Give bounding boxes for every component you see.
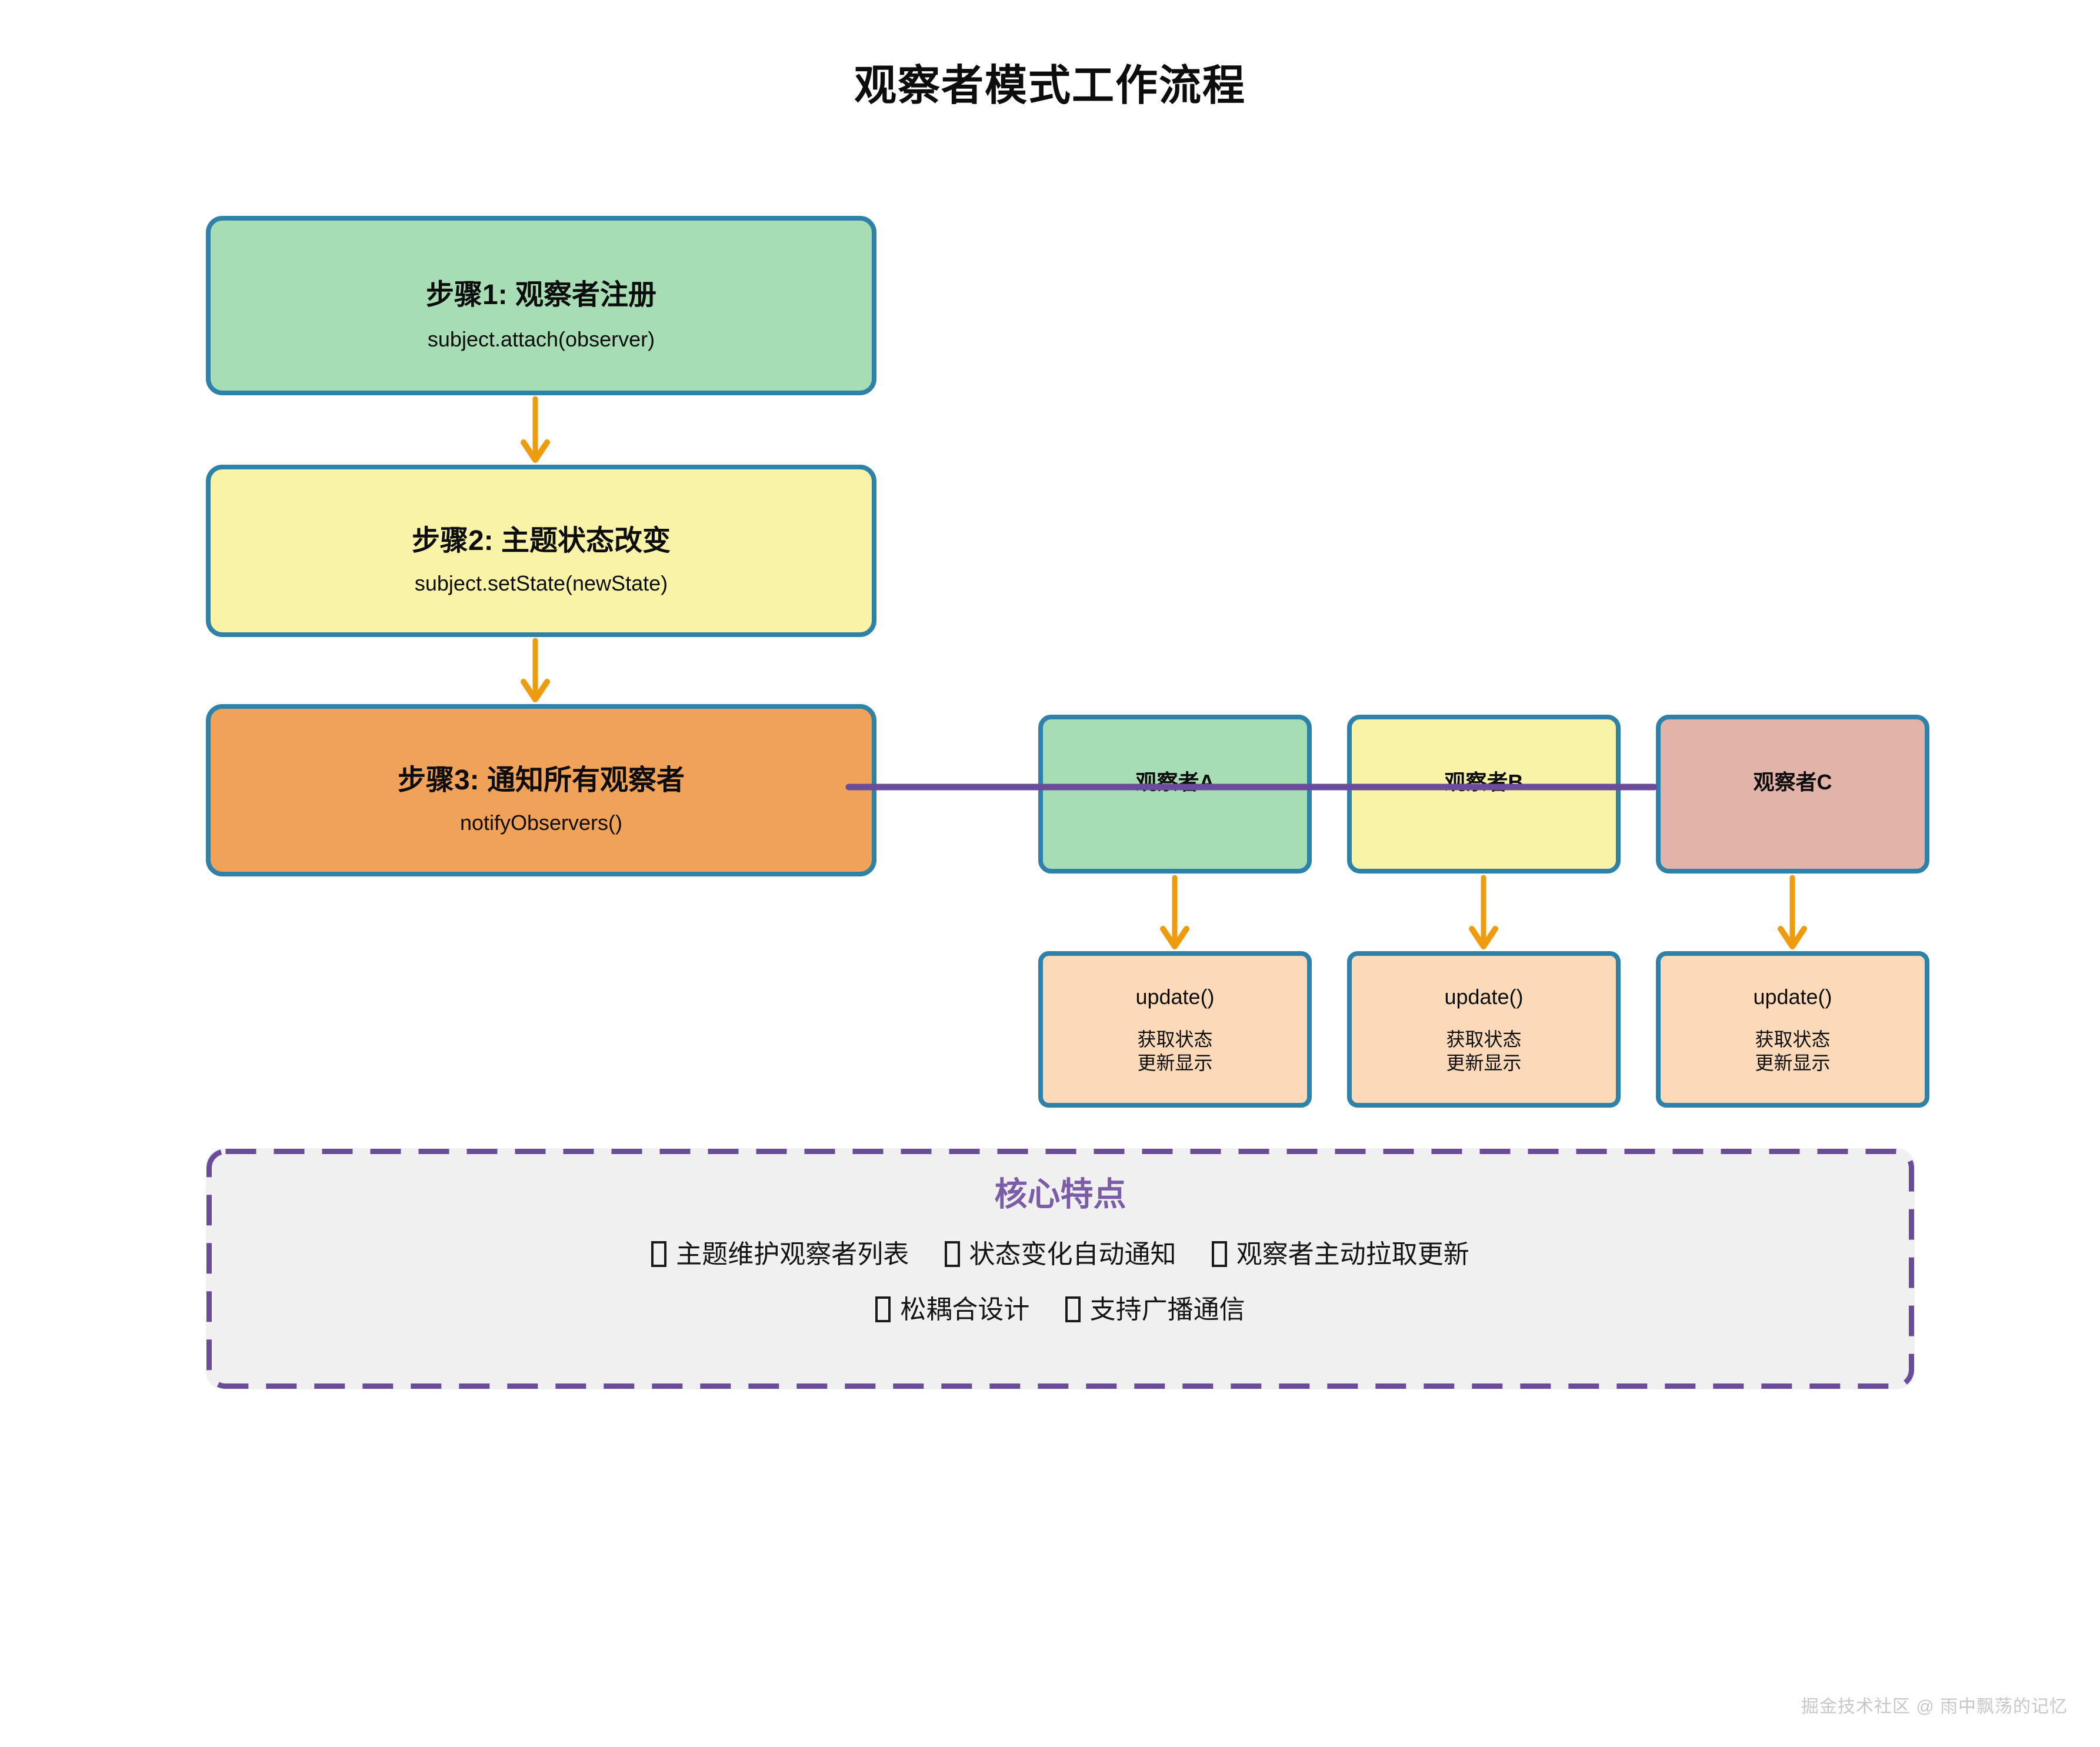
update-c-title: update() (1753, 985, 1832, 1009)
step3-box: 步骤3: 通知所有观察者 notifyObservers() (206, 704, 876, 876)
observer-c-box: 观察者C (1656, 715, 1929, 874)
step2-code: subject.setState(newState) (414, 571, 668, 595)
feature-label: 松耦合设计 (900, 1295, 1030, 1324)
missing-glyph-icon (875, 1296, 891, 1322)
observer-a-label: 观察者A (1135, 770, 1215, 795)
feature-item: 松耦合设计 (875, 1288, 1029, 1326)
feature-label: 支持广播通信 (1089, 1295, 1245, 1324)
update-b-title: update() (1444, 985, 1524, 1009)
observer-c-label: 观察者C (1753, 770, 1832, 795)
step1-heading: 步骤1: 观察者注册 (425, 279, 657, 311)
step3-code: notifyObservers() (459, 810, 623, 835)
feature-item: 观察者主动拉取更新 (1211, 1233, 1469, 1271)
update-a-line2: 更新显示 (1137, 1052, 1213, 1073)
features-row-2: 松耦合设计 支持广播通信 (206, 1288, 1915, 1326)
missing-glyph-icon (1211, 1241, 1227, 1267)
feature-label: 观察者主动拉取更新 (1236, 1240, 1469, 1269)
update-c-box: update() 获取状态 更新显示 (1656, 951, 1929, 1108)
step3-heading: 步骤3: 通知所有观察者 (397, 765, 685, 796)
step2-heading: 步骤2: 主题状态改变 (411, 525, 671, 557)
step2-box: 步骤2: 主题状态改变 subject.setState(newState) (206, 465, 876, 637)
step1-code: subject.attach(observer) (427, 327, 655, 352)
page-title: 观察者模式工作流程 (854, 62, 1246, 109)
feature-label: 状态变化自动通知 (969, 1240, 1176, 1269)
update-b-box: update() 获取状态 更新显示 (1347, 951, 1621, 1108)
observer-b-box: 观察者B (1347, 715, 1621, 874)
feature-label: 主题维护观察者列表 (676, 1240, 909, 1269)
watermark: 掘金技术社区 @ 雨中飘荡的记忆 (1801, 1697, 2068, 1716)
update-c-line2: 更新显示 (1755, 1052, 1831, 1073)
observer-b-label: 观察者B (1444, 770, 1524, 795)
missing-glyph-icon (651, 1241, 667, 1267)
feature-item: 主题维护观察者列表 (651, 1233, 909, 1271)
update-c-line1: 获取状态 (1755, 1029, 1831, 1050)
update-b-line1: 获取状态 (1446, 1029, 1522, 1050)
observer-a-box: 观察者A (1038, 715, 1312, 874)
missing-glyph-icon (944, 1241, 960, 1267)
update-a-title: update() (1135, 985, 1215, 1009)
features-title: 核心特点 (994, 1175, 1126, 1213)
update-a-line1: 获取状态 (1137, 1029, 1213, 1050)
step1-box: 步骤1: 观察者注册 subject.attach(observer) (206, 216, 876, 395)
update-b-line2: 更新显示 (1446, 1052, 1522, 1073)
update-a-box: update() 获取状态 更新显示 (1038, 951, 1312, 1108)
features-panel: 核心特点 主题维护观察者列表 状态变化自动通知 观察者主动拉取更新 松耦合设计 … (206, 1148, 1915, 1389)
feature-item: 支持广播通信 (1065, 1288, 1245, 1326)
feature-item: 状态变化自动通知 (944, 1233, 1176, 1271)
features-row-1: 主题维护观察者列表 状态变化自动通知 观察者主动拉取更新 (206, 1233, 1915, 1271)
missing-glyph-icon (1065, 1296, 1081, 1322)
